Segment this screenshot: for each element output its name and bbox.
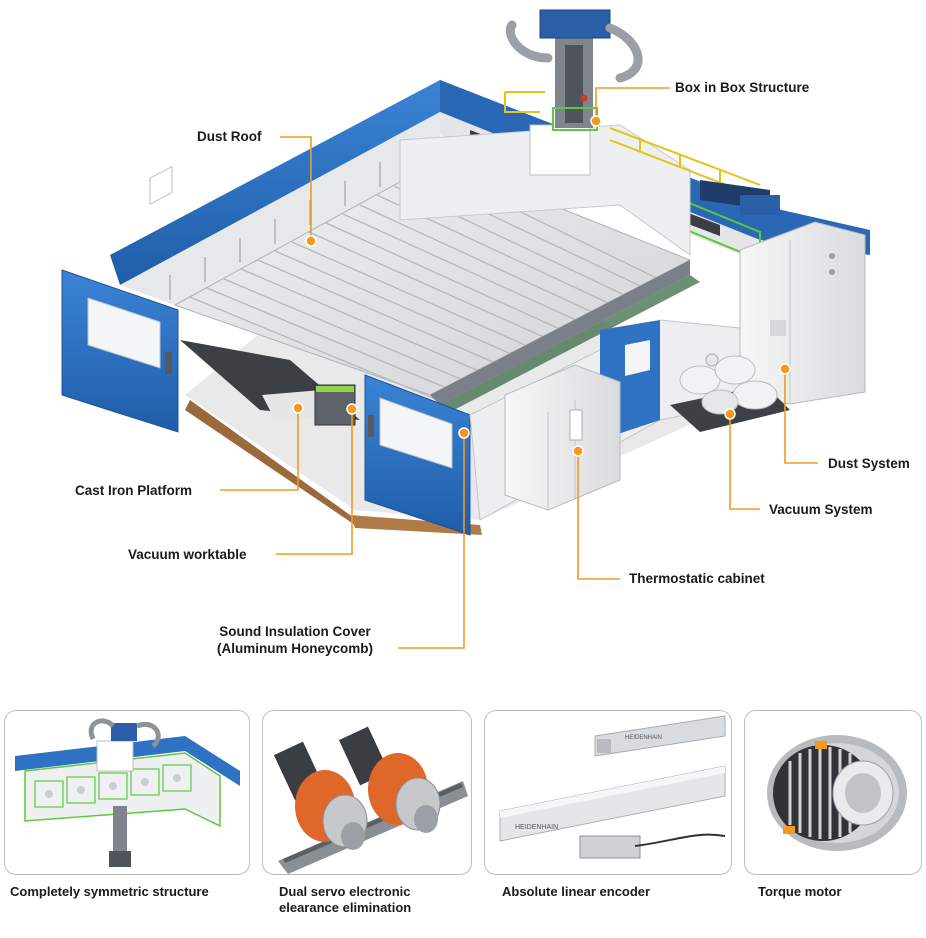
- front-right-door: [364, 374, 471, 536]
- encoder-brand-text-top: HEIDENHAIN: [625, 735, 662, 741]
- feature-card-symmetric: [4, 710, 250, 875]
- left-inner-wall: [120, 112, 440, 305]
- caption-symmetric-structure: Completely symmetric structure: [10, 884, 209, 899]
- label-dust-roof: Dust Roof: [197, 129, 262, 144]
- leader-cast-iron: [220, 408, 299, 491]
- thermostatic-cabinet-shape: [504, 364, 621, 511]
- gantry-structure-icon: [15, 718, 240, 867]
- machine-diagram: [61, 9, 870, 649]
- leader-sound-insulation: [398, 433, 465, 649]
- leader-thermostatic: [577, 451, 620, 580]
- caption-dual-servo-line2: elearance elimination: [279, 899, 412, 915]
- label-sound-insulation-line1: Sound Insulation Cover: [219, 624, 371, 639]
- label-cast-iron-platform: Cast Iron Platform: [75, 483, 193, 498]
- leader-dust-system: [784, 369, 818, 464]
- feature-card-linear-encoder: HEIDENHAIN HEIDENHAIN: [484, 710, 732, 875]
- caption-dual-servo-line1: Dual servo electronic: [279, 884, 411, 899]
- dual-servo-motor-icon: [273, 726, 468, 874]
- leader-lines: [220, 87, 818, 649]
- label-thermostatic-cabinet: Thermostatic cabinet: [629, 571, 765, 586]
- caption-linear-encoder: Absolute linear encoder: [502, 884, 651, 899]
- torque-motor-icon: [767, 735, 907, 851]
- gantry-beam: [399, 124, 691, 256]
- dust-system-cabinet: [739, 221, 866, 405]
- feature-card-torque-motor: [744, 710, 922, 875]
- encoder-brand-text-bottom: HEIDENHAIN: [515, 824, 558, 831]
- leader-dots: [292, 115, 791, 457]
- leader-box-in-box: [595, 87, 670, 121]
- label-vacuum-worktable: Vacuum worktable: [128, 547, 247, 562]
- label-vacuum-system: Vacuum System: [769, 502, 873, 517]
- dust-roof: [173, 159, 700, 412]
- right-carriage: [700, 180, 780, 215]
- z-column: [505, 9, 643, 131]
- label-box-in-box: Box in Box Structure: [675, 80, 810, 95]
- vacuum-pumps: [670, 353, 790, 432]
- label-sound-insulation-cover: Sound Insulation Cover (Aluminum Honeyco…: [195, 624, 395, 658]
- caption-torque-motor: Torque motor: [758, 884, 842, 899]
- linear-encoder-icon: HEIDENHAIN HEIDENHAIN: [499, 715, 726, 859]
- leader-dust-roof: [280, 136, 312, 241]
- label-dust-system: Dust System: [828, 456, 910, 471]
- feature-card-dual-servo: [262, 710, 472, 875]
- caption-dual-servo: Dual servo electronic elearance eliminat…: [279, 884, 411, 915]
- leader-vacuum-system: [729, 414, 760, 510]
- label-sound-insulation-line2: (Aluminum Honeycomb): [216, 640, 373, 656]
- leader-vacuum-worktable: [276, 409, 353, 555]
- front-left-door: [61, 269, 179, 433]
